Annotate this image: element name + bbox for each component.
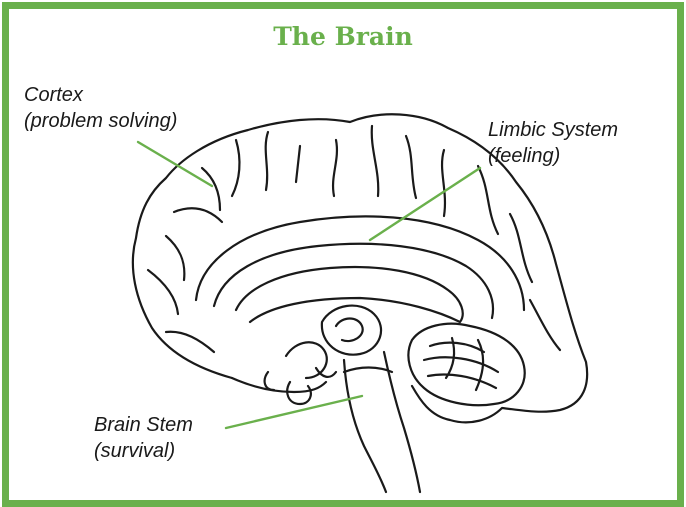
limbic-name: Limbic System	[488, 117, 618, 143]
brain-stem-left	[344, 360, 386, 492]
sulcus	[442, 150, 445, 216]
sulcus	[166, 236, 184, 280]
sulcus	[372, 126, 379, 196]
brain-stem-right	[384, 352, 420, 492]
sulcus	[166, 332, 214, 352]
sulcus	[174, 208, 222, 222]
sulcus	[530, 300, 560, 350]
sulcus	[406, 136, 416, 198]
limbic-label: Limbic System (feeling)	[488, 117, 618, 169]
brain-lower-edge	[232, 378, 326, 392]
brain-stem-name: Brain Stem	[94, 412, 193, 438]
thalamus	[322, 306, 381, 355]
sulcus	[333, 140, 337, 196]
sulcus	[296, 146, 300, 182]
pons	[344, 368, 392, 373]
cerebellum-fold	[430, 343, 484, 352]
brain-stem-leader-line	[226, 396, 362, 428]
sulcus	[148, 270, 178, 314]
cerebellum-fold	[428, 375, 496, 389]
corpus-callosum-outer	[214, 244, 493, 318]
sulcus	[202, 168, 220, 210]
cortex-label: Cortex (problem solving)	[24, 82, 177, 134]
cortex-function: (problem solving)	[24, 108, 177, 134]
lower-detail	[316, 368, 336, 377]
sulcus	[478, 166, 498, 234]
brain-stem-function: (survival)	[94, 438, 193, 464]
cerebellum-fold	[424, 357, 498, 372]
corpus-callosum-inner	[236, 267, 463, 322]
sulcus	[266, 132, 268, 190]
thalamus-inner	[336, 319, 363, 342]
cortex-name: Cortex	[24, 82, 177, 108]
sulcus	[232, 140, 239, 196]
limbic-function: (feeling)	[488, 143, 618, 169]
brain-stem-label: Brain Stem (survival)	[94, 412, 193, 464]
optic-chiasm	[265, 372, 274, 390]
cerebellum	[408, 324, 524, 406]
limbic-leader-line	[370, 168, 480, 240]
